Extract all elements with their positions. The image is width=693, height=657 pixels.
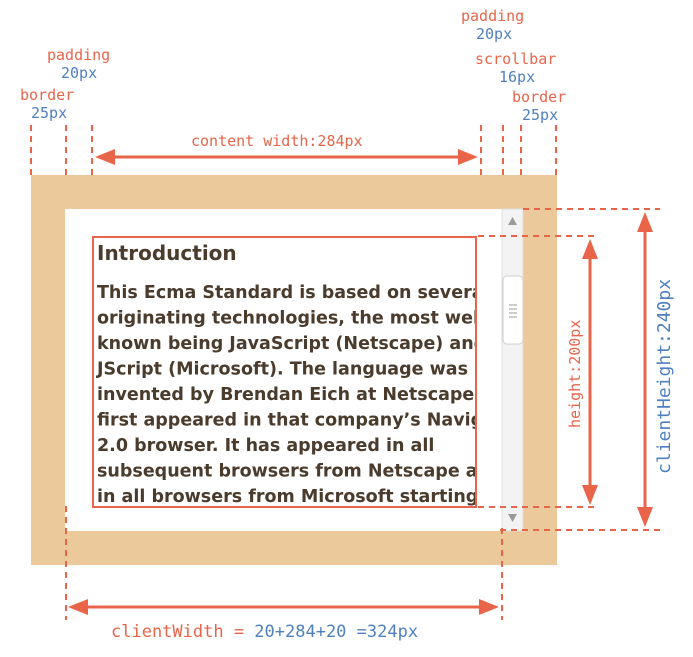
scrollbar-name: scrollbar (475, 50, 556, 68)
padding-left-name: padding (47, 46, 110, 64)
content-line: 2.0 browser. It has appeared in all (97, 436, 434, 456)
content-box-outline (92, 236, 477, 508)
content-area: Introduction This Ecma Standard is based… (96, 241, 527, 507)
padding-area (65, 209, 521, 531)
border-left-value: 25px (31, 104, 67, 122)
content-line: JScript (Microsoft). The language was (96, 360, 468, 380)
content-paragraph: This Ecma Standard is based on several or… (96, 283, 527, 507)
guide-lines (30, 125, 660, 620)
content-line: originating technologies, the most well (97, 309, 485, 329)
content-line: first appeared in that company’s Navigat… (97, 411, 524, 431)
triangle-up-icon[interactable] (508, 217, 517, 225)
content-line: invented by Brendan Eich at Netscape and (97, 385, 517, 405)
content-width-label: content width:284px (191, 132, 363, 150)
content-line: known being JavaScript (Netscape) and (97, 334, 486, 354)
content-line: subsequent browsers from Netscape and (97, 462, 503, 482)
scrollbar[interactable] (501, 208, 524, 532)
scrollbar-thumb[interactable] (502, 275, 524, 345)
client-width-value: 20+284+20 =324px (254, 622, 418, 642)
content-heading: Introduction (97, 241, 237, 265)
grip-lines-icon (509, 304, 517, 318)
padding-left-value: 20px (61, 64, 97, 82)
triangle-down-icon[interactable] (508, 514, 517, 522)
border-left-name: border (20, 86, 74, 104)
content-line: in all browsers from Microsoft starting … (97, 487, 527, 507)
client-width-prefix: clientWidth = (111, 622, 254, 642)
content-line: This Ecma Standard is based on several (97, 283, 490, 303)
scrollbar-value: 16px (499, 68, 535, 86)
padding-right-value: 20px (476, 25, 512, 43)
scrollbar-track[interactable] (501, 208, 524, 532)
border-right-value: 25px (522, 106, 558, 124)
dimension-arrows (68, 149, 653, 615)
height-label: height:200px (566, 320, 584, 428)
border-right-name: border (512, 88, 566, 106)
client-width-label: clientWidth = 20+284+20 =324px (111, 622, 418, 642)
labels: padding 20px border 25px padding 20px sc… (20, 7, 675, 642)
client-height-label: clientHeight:240px (654, 279, 675, 474)
padding-right-name: padding (461, 7, 524, 25)
